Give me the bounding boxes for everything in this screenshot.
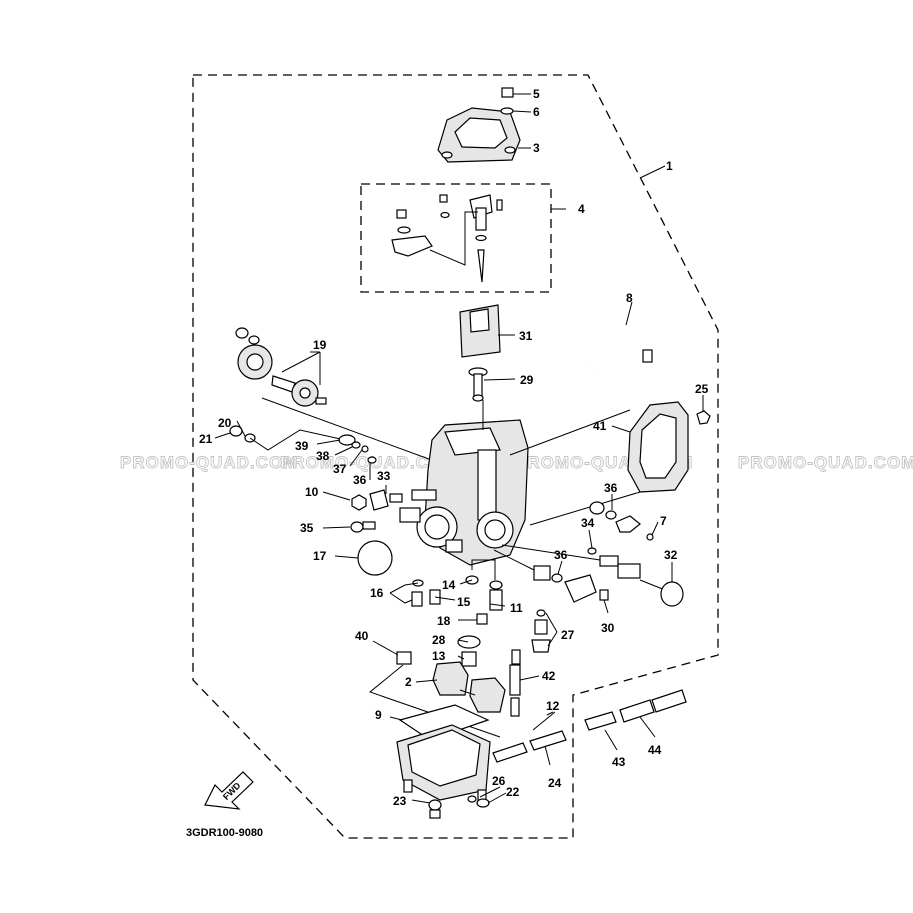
callout-11: 11 [510,601,523,615]
callout-17: 17 [313,549,327,563]
carburetor-body [399,400,529,566]
part-12-pin [532,711,556,731]
watermark-left: PROMO-QUAD.COM [120,453,298,472]
callout-7: 7 [660,514,667,528]
callout-34: 34 [581,516,595,530]
part-42-needle-valve [509,649,521,717]
callout-10: 10 [305,485,319,499]
callout-21: 21 [199,432,213,446]
callout-20: 20 [218,416,232,430]
parts-20-21 [229,425,346,451]
callout-24: 24 [548,776,562,790]
part-9-gasket [398,704,490,741]
callout-labels: 1 2 3 4 5 6 7 8 9 10 11 12 13 14 15 16 1… [199,87,709,808]
part-8-vent-hose [589,318,654,370]
part-32-plunger [501,544,684,607]
needle-kit-boundary [360,183,552,293]
callout-38: 38 [316,449,330,463]
part-41-cover [509,401,711,526]
jets-group [411,559,503,625]
callout-33: 33 [377,469,391,483]
part-3-top-cover [437,87,521,163]
parts-43-44 [584,689,687,731]
callout-37: 37 [333,462,347,476]
float-bowl [396,724,491,803]
callout-41: 41 [593,419,607,433]
parts-22-23-26 [428,795,490,819]
parts-27-28-13 [457,609,551,667]
callout-15: 15 [457,595,471,609]
callout-26: 26 [492,774,506,788]
callout-6: 6 [533,105,540,119]
callout-43: 43 [612,755,626,769]
callout-13: 13 [432,649,446,663]
callout-8: 8 [626,291,633,305]
part-17-o-ring [357,540,393,576]
callout-35: 35 [300,521,314,535]
callout-9: 9 [375,708,382,722]
assembly-boundary [192,74,719,839]
callout-25: 25 [695,382,709,396]
part-19-diaphragm [235,327,438,463]
part-29-screw [468,367,488,402]
watermark-right: PROMO-QUAD.COM [738,453,913,472]
callout-39: 39 [295,439,309,453]
diagram-code: 3GDR100-9080 [186,827,263,839]
callout-2: 2 [405,675,412,689]
callout-29: 29 [520,373,534,387]
part-4-needle-kit [391,194,503,283]
part-2-floats [432,661,506,713]
callout-36a: 36 [353,473,367,487]
parts-36-39 [338,434,377,464]
callout-14: 14 [442,578,456,592]
callout-27: 27 [561,628,575,642]
callout-40: 40 [355,629,369,643]
callout-31: 31 [519,329,533,343]
callout-32: 32 [664,548,678,562]
callout-16: 16 [370,586,384,600]
callout-44: 44 [648,743,662,757]
callout-23: 23 [393,794,407,808]
callout-1: 1 [666,159,673,173]
fwd-arrow-icon: FWD [204,771,254,810]
callout-5: 5 [533,87,540,101]
part-31-boot [459,304,501,358]
left-screws [350,489,403,533]
callout-22: 22 [506,785,520,799]
callout-30: 30 [601,621,615,635]
callout-36c: 36 [554,548,568,562]
parts-30-36-center [493,549,609,603]
callout-4: 4 [578,202,585,216]
callout-12: 12 [546,699,560,713]
callout-36b: 36 [604,481,618,495]
callout-3: 3 [533,141,540,155]
leader-lines [214,93,704,804]
callout-28: 28 [432,633,446,647]
callout-18: 18 [437,614,451,628]
callout-42: 42 [542,669,556,683]
parts-7-34-36-right [587,501,654,555]
part-24-tubes [492,730,567,763]
callout-19: 19 [313,338,327,352]
